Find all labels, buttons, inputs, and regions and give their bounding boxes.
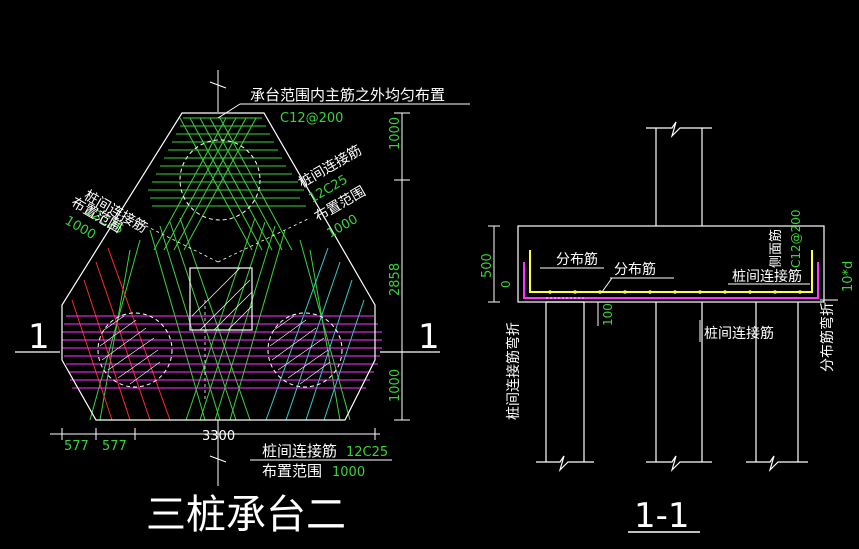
pile-link-label-1: 桩间连接筋 <box>732 268 802 285</box>
dim-bottom-total: 3300 <box>202 429 235 444</box>
dim-bottom-1: 577 <box>64 439 89 454</box>
section-mark-left: 1 <box>28 317 50 357</box>
plan-title: 三桩承台二 <box>146 492 346 538</box>
bottom-link-value: 12C25 <box>346 445 388 460</box>
right-vertical-value: 10*d <box>841 261 856 292</box>
section-mark-right: 1 <box>418 317 440 357</box>
dim-right-mid: 2858 <box>388 263 403 296</box>
bottom-range-value: 1000 <box>332 465 365 480</box>
dim-right-top: 1000 <box>388 117 403 150</box>
dim-right-bottom: 1000 <box>388 369 403 402</box>
dist-label-2: 分布筋 <box>614 261 656 278</box>
section-title: 1-1 <box>634 496 690 536</box>
bottom-range-label: 布置范围 <box>262 462 322 480</box>
section-cap <box>517 225 825 303</box>
dist-label-1: 分布筋 <box>556 251 598 268</box>
dim-0: 0 <box>499 280 513 288</box>
section-dist-rebar <box>529 250 813 293</box>
pile-cap-outline <box>61 112 376 421</box>
pile-right <box>267 312 343 388</box>
left-vertical-label: 桩间连接筋弯折 <box>505 322 522 420</box>
pile-link-rebar <box>62 315 382 389</box>
red-rebar <box>71 247 171 421</box>
bottom-link-label: 桩间连接筋 <box>262 442 337 460</box>
side-rebar-value: C12@200 <box>789 209 803 268</box>
dim-500: 500 <box>480 253 495 278</box>
right-vertical-label: 分布筋弯折 <box>819 302 836 372</box>
pile-left <box>97 312 173 388</box>
pile-top <box>179 139 261 221</box>
top-note: 承台范围内主筋之外均匀布置 <box>250 86 445 104</box>
column <box>189 267 253 331</box>
dim-bottom-2: 577 <box>102 439 127 454</box>
top-rebar-hatch <box>148 117 306 251</box>
top-rebar-label: C12@200 <box>280 111 343 126</box>
cyan-rebar <box>265 247 365 421</box>
pile-link-label-2: 桩间连接筋 <box>704 325 774 342</box>
pile-hatch <box>99 315 331 385</box>
side-rebar-label: 侧面筋 <box>768 229 784 268</box>
dim-100: 100 <box>601 303 615 326</box>
section-view: 500 0 100 分布筋 分布筋 桩间连接筋 桩间连接筋 侧面筋 C12@20… <box>480 121 856 536</box>
section-pile-link-rebar <box>523 262 819 299</box>
